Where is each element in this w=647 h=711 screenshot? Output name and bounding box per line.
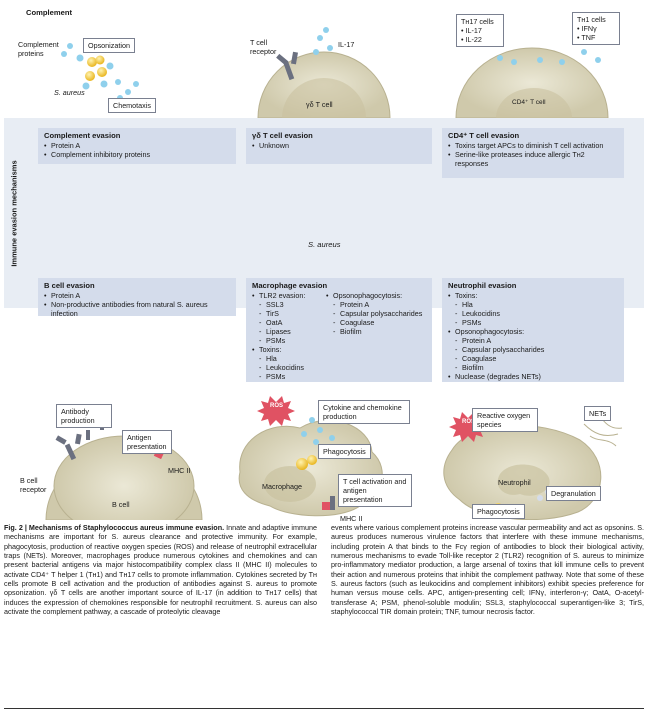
box-subitem: OatA bbox=[252, 318, 320, 327]
b-cell-receptor-label: B cell receptor bbox=[20, 476, 47, 494]
th1-callout: Tʜ1 cells • IFNγ • TNF bbox=[572, 12, 620, 45]
box-item: Serine-like proteases induce allergic Tʜ… bbox=[448, 150, 618, 168]
box-title: γδ T cell evasion bbox=[252, 131, 313, 140]
caption-figure-label: Fig. 2 | Mechanisms of Staphylococcus au… bbox=[4, 523, 225, 532]
gd-t-cell-illustration bbox=[257, 27, 391, 119]
cd4-t-cell-label: CD4⁺ T cell bbox=[512, 99, 546, 106]
box-item: Protein A bbox=[44, 141, 230, 150]
t-activation-callout: T cell activation and antigen presentati… bbox=[338, 474, 412, 507]
box-subitem: Protein A bbox=[448, 336, 618, 345]
caption-col-2: events where various complement proteins… bbox=[331, 523, 644, 617]
box-title: B cell evasion bbox=[44, 281, 95, 290]
complement-illustration bbox=[61, 43, 139, 101]
box-title: Complement evasion bbox=[44, 131, 121, 140]
box-subitem: Biofilm bbox=[448, 363, 618, 372]
macrophage-label: Macrophage bbox=[262, 482, 302, 491]
box-item: Toxins: bbox=[448, 291, 618, 300]
macrophage-col-2: Opsonophagocytosis: Protein A Capsular p… bbox=[326, 291, 426, 381]
mhc2-b-label: MHC II bbox=[168, 466, 191, 475]
box-subitem: PSMs bbox=[252, 336, 320, 345]
reactive-oxygen-callout: Reactive oxygen species bbox=[472, 408, 538, 432]
macrophage-columns: TLR2 evasion: SSL3 TirS OatA Lipases PSM… bbox=[252, 291, 426, 381]
opsonization-callout: Opsonization bbox=[83, 38, 135, 53]
box-subitem: Hla bbox=[252, 354, 320, 363]
degranulation-callout: Degranulation bbox=[546, 486, 601, 501]
box-subitem: Hla bbox=[448, 300, 618, 309]
figure: Complement Complement proteins Opsonizat… bbox=[0, 0, 647, 520]
b-cell-evasion-box: B cell evasion Protein A Non-productive … bbox=[38, 278, 236, 318]
b-cell-label: B cell bbox=[112, 500, 130, 509]
gd-t-cell-label: γδ T cell bbox=[306, 100, 333, 109]
box-subitem: PSMs bbox=[448, 318, 618, 327]
th1-item: • TNF bbox=[577, 33, 596, 42]
macrophage-col-1: TLR2 evasion: SSL3 TirS OatA Lipases PSM… bbox=[252, 291, 320, 381]
box-item: Toxins: bbox=[252, 345, 320, 354]
ros-label-macrophage: ROS bbox=[270, 403, 284, 409]
macrophage-evasion-box: Macrophage evasion TLR2 evasion: SSL3 Ti… bbox=[246, 278, 432, 382]
side-label: Immune evasion mechanisms bbox=[9, 159, 19, 267]
cytokine-callout: Cytokine and chemokine production bbox=[318, 400, 410, 424]
box-title: CD4⁺ T cell evasion bbox=[448, 131, 520, 140]
cd4-evasion-box: CD4⁺ T cell evasion Toxins target APCs t… bbox=[442, 128, 624, 178]
nets-callout: NETs bbox=[584, 406, 612, 421]
s-aureus-label-top: S. aureus bbox=[54, 88, 85, 97]
il17-label: IL-17 bbox=[338, 40, 355, 49]
box-subitem: Biofilm bbox=[326, 327, 426, 336]
center-s-aureus-label: S. aureus bbox=[308, 240, 341, 249]
th1-title: Tʜ1 cells bbox=[577, 15, 606, 24]
box-subitem: Coagulase bbox=[448, 354, 618, 363]
antigen-presentation-callout: Antigen presentation bbox=[122, 430, 172, 454]
neutrophil-evasion-box: Neutrophil evasion Toxins: Hla Leukocidi… bbox=[442, 278, 624, 382]
box-subitem: Capsular polysaccharides bbox=[448, 345, 618, 354]
box-item: TLR2 evasion: bbox=[252, 291, 320, 300]
figure-caption: Fig. 2 | Mechanisms of Staphylococcus au… bbox=[4, 523, 644, 616]
th17-title: Tʜ17 cells bbox=[461, 17, 494, 26]
th17-callout: Tʜ17 cells • IL-17 • IL-22 bbox=[456, 14, 504, 47]
box-subitem: Protein A bbox=[326, 300, 426, 309]
mhc2-m-label: MHC II bbox=[340, 514, 363, 523]
ros-label-neutrophil: ROS bbox=[462, 419, 476, 425]
th17-item: • IL-22 bbox=[461, 35, 482, 44]
box-item: Non-productive antibodies from natural S… bbox=[44, 300, 230, 318]
bottom-rule bbox=[4, 708, 644, 709]
complement-heading: Complement bbox=[26, 8, 72, 17]
box-subitem: TirS bbox=[252, 309, 320, 318]
box-item: Opsonophagocytosis: bbox=[448, 327, 618, 336]
antibody-production-callout: Antibody production bbox=[56, 404, 112, 428]
caption-col-1: Fig. 2 | Mechanisms of Staphylococcus au… bbox=[4, 523, 317, 616]
box-item: Complement inhibitory proteins bbox=[44, 150, 230, 159]
phagocytosis-callout: Phagocytosis bbox=[318, 444, 371, 459]
cd4-t-cell-illustration bbox=[455, 47, 609, 119]
th1-item: • IFNγ bbox=[577, 24, 597, 33]
box-subitem: Lipases bbox=[252, 327, 320, 336]
th17-item: • IL-17 bbox=[461, 26, 482, 35]
box-item: Protein A bbox=[44, 291, 230, 300]
phagocytosis-neutrophil-callout: Phagocytosis bbox=[472, 504, 525, 519]
box-subitem: Coagulase bbox=[326, 318, 426, 327]
b-cell-illustration bbox=[45, 414, 203, 520]
box-subitem: Leukocidins bbox=[252, 363, 320, 372]
t-cell-receptor-label: T cell receptor bbox=[250, 38, 277, 56]
box-title: Neutrophil evasion bbox=[448, 281, 517, 290]
box-subitem: SSL3 bbox=[252, 300, 320, 309]
box-subitem: Leukocidins bbox=[448, 309, 618, 318]
box-item: Unknown bbox=[252, 141, 426, 150]
caption-text-1: Innate and adaptive immune mechanisms ar… bbox=[4, 523, 317, 617]
gd-evasion-box: γδ T cell evasion Unknown bbox=[246, 128, 432, 164]
box-item: Toxins target APCs to diminish T cell ac… bbox=[448, 141, 618, 150]
box-item: Opsonophagocytosis: bbox=[326, 291, 426, 300]
box-title: Macrophage evasion bbox=[252, 281, 328, 290]
complement-evasion-box: Complement evasion Protein A Complement … bbox=[38, 128, 236, 164]
complement-proteins-label: Complement proteins bbox=[18, 40, 59, 58]
chemotaxis-callout: Chemotaxis bbox=[108, 98, 156, 113]
box-subitem: Capsular polysaccharides bbox=[326, 309, 426, 318]
box-item: Nuclease (degrades NETs) bbox=[448, 372, 618, 381]
neutrophil-label: Neutrophil bbox=[498, 478, 531, 487]
box-subitem: PSMs bbox=[252, 372, 320, 381]
